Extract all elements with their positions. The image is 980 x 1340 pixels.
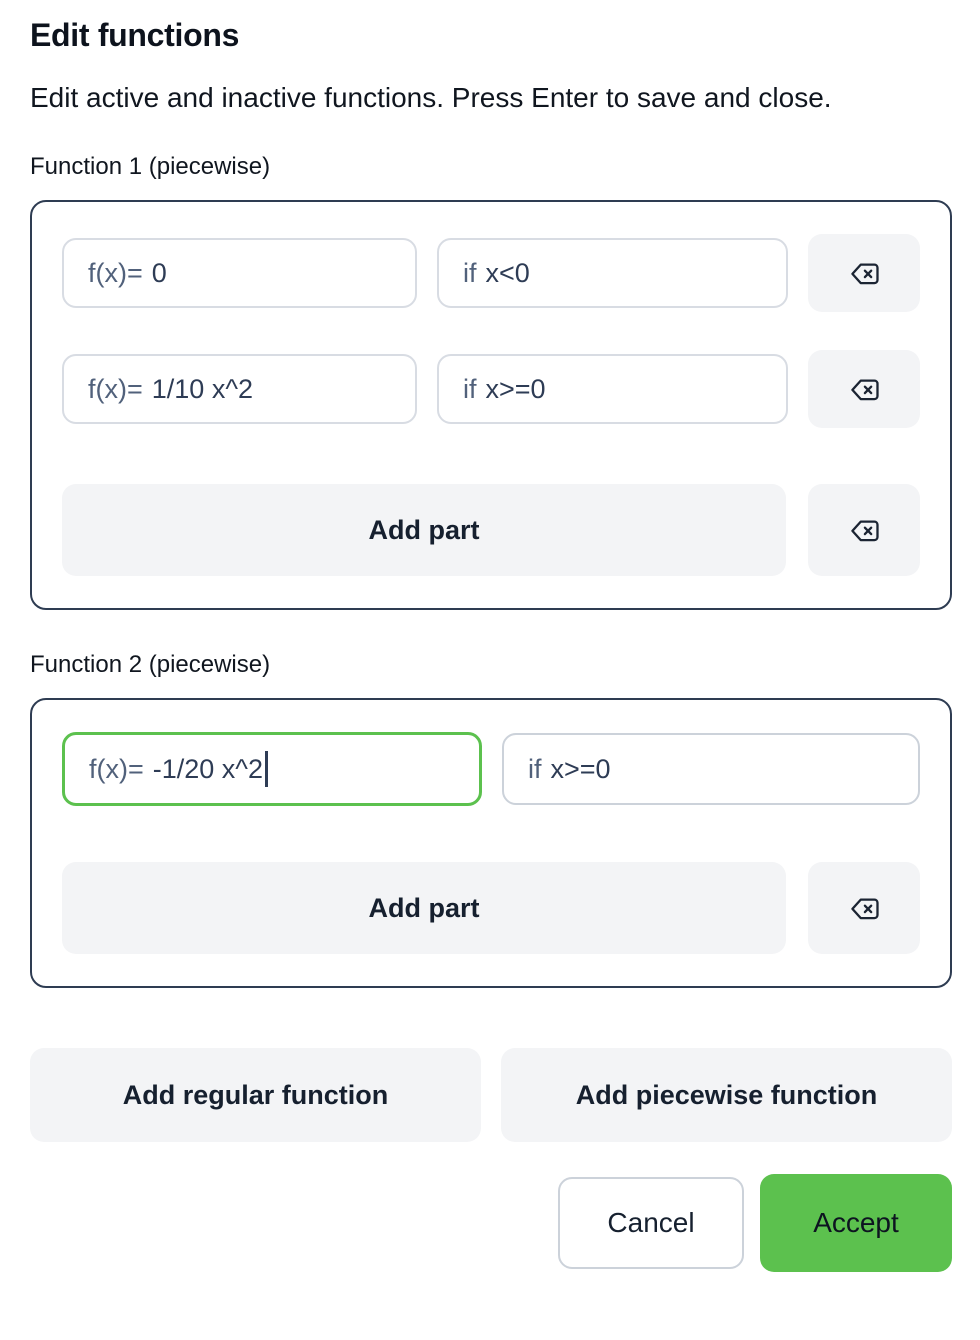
function-1-part-1-condition-input[interactable]: if x<0 xyxy=(437,238,788,308)
function-2-part-1-row: f(x)= -1/20 x^2 if x>=0 xyxy=(62,732,920,806)
dialog-subtitle: Edit active and inactive functions. Pres… xyxy=(30,82,832,113)
function-1-part-1-delete-button[interactable] xyxy=(808,234,920,312)
function-1-label: Function 1 (piecewise) xyxy=(30,153,271,180)
function-1-box: f(x)= 0 if x<0 f(x)= 1/10 x^2 if x>=0 Add pa… xyxy=(30,200,952,610)
backspace-icon xyxy=(850,262,879,284)
condition-prefix: if xyxy=(528,753,542,784)
function-1-part-2-row: f(x)= 1/10 x^2 if x>=0 xyxy=(62,350,920,428)
backspace-icon xyxy=(850,378,879,400)
function-1-part-1-row: f(x)= 0 if x<0 xyxy=(62,234,920,312)
add-function-row: Add regular function Add piecewise funct… xyxy=(30,1048,952,1142)
backspace-icon xyxy=(850,897,879,919)
function-1-part-2-delete-button[interactable] xyxy=(808,350,920,428)
function-1-add-part-button[interactable]: Add part xyxy=(62,484,786,576)
function-2-label: Function 2 (piecewise) xyxy=(30,651,271,678)
function-2-part-1-condition-input[interactable]: if x>=0 xyxy=(502,733,920,805)
expression-prefix: f(x)= xyxy=(89,753,144,784)
function-2-part-1-expression-input[interactable]: f(x)= -1/20 x^2 xyxy=(62,732,482,806)
function-1-addpart-row: Add part xyxy=(62,484,920,576)
backspace-icon xyxy=(850,519,879,541)
cancel-button[interactable]: Cancel xyxy=(558,1177,744,1269)
condition-value: x>=0 xyxy=(485,373,546,404)
function-2-add-part-button[interactable]: Add part xyxy=(62,862,786,954)
function-1-delete-function-button[interactable] xyxy=(808,484,920,576)
condition-prefix: if xyxy=(463,373,477,404)
text-cursor xyxy=(265,751,268,787)
function-2-box: f(x)= -1/20 x^2 if x>=0 Add part xyxy=(30,698,952,988)
expression-value: 1/10 x^2 xyxy=(151,373,254,404)
dialog-title: Edit functions xyxy=(30,17,240,53)
accept-button[interactable]: Accept xyxy=(760,1174,952,1272)
expression-prefix: f(x)= xyxy=(88,257,143,288)
edit-functions-dialog: Edit functions Edit active and inactive … xyxy=(30,17,952,1272)
function-2-addpart-row: Add part xyxy=(62,862,920,954)
expression-prefix: f(x)= xyxy=(88,373,143,404)
condition-prefix: if xyxy=(463,257,477,288)
add-regular-function-button[interactable]: Add regular function xyxy=(30,1048,481,1142)
function-1-part-2-condition-input[interactable]: if x>=0 xyxy=(437,354,788,424)
condition-value: x<0 xyxy=(485,257,530,288)
expression-value: -1/20 x^2 xyxy=(152,753,263,784)
function-1-part-1-expression-input[interactable]: f(x)= 0 xyxy=(62,238,417,308)
add-piecewise-function-button[interactable]: Add piecewise function xyxy=(501,1048,952,1142)
dialog-actions: Cancel Accept xyxy=(30,1174,952,1272)
expression-value: 0 xyxy=(151,257,167,288)
condition-value: x>=0 xyxy=(550,753,611,784)
function-1-part-2-expression-input[interactable]: f(x)= 1/10 x^2 xyxy=(62,354,417,424)
function-2-delete-function-button[interactable] xyxy=(808,862,920,954)
